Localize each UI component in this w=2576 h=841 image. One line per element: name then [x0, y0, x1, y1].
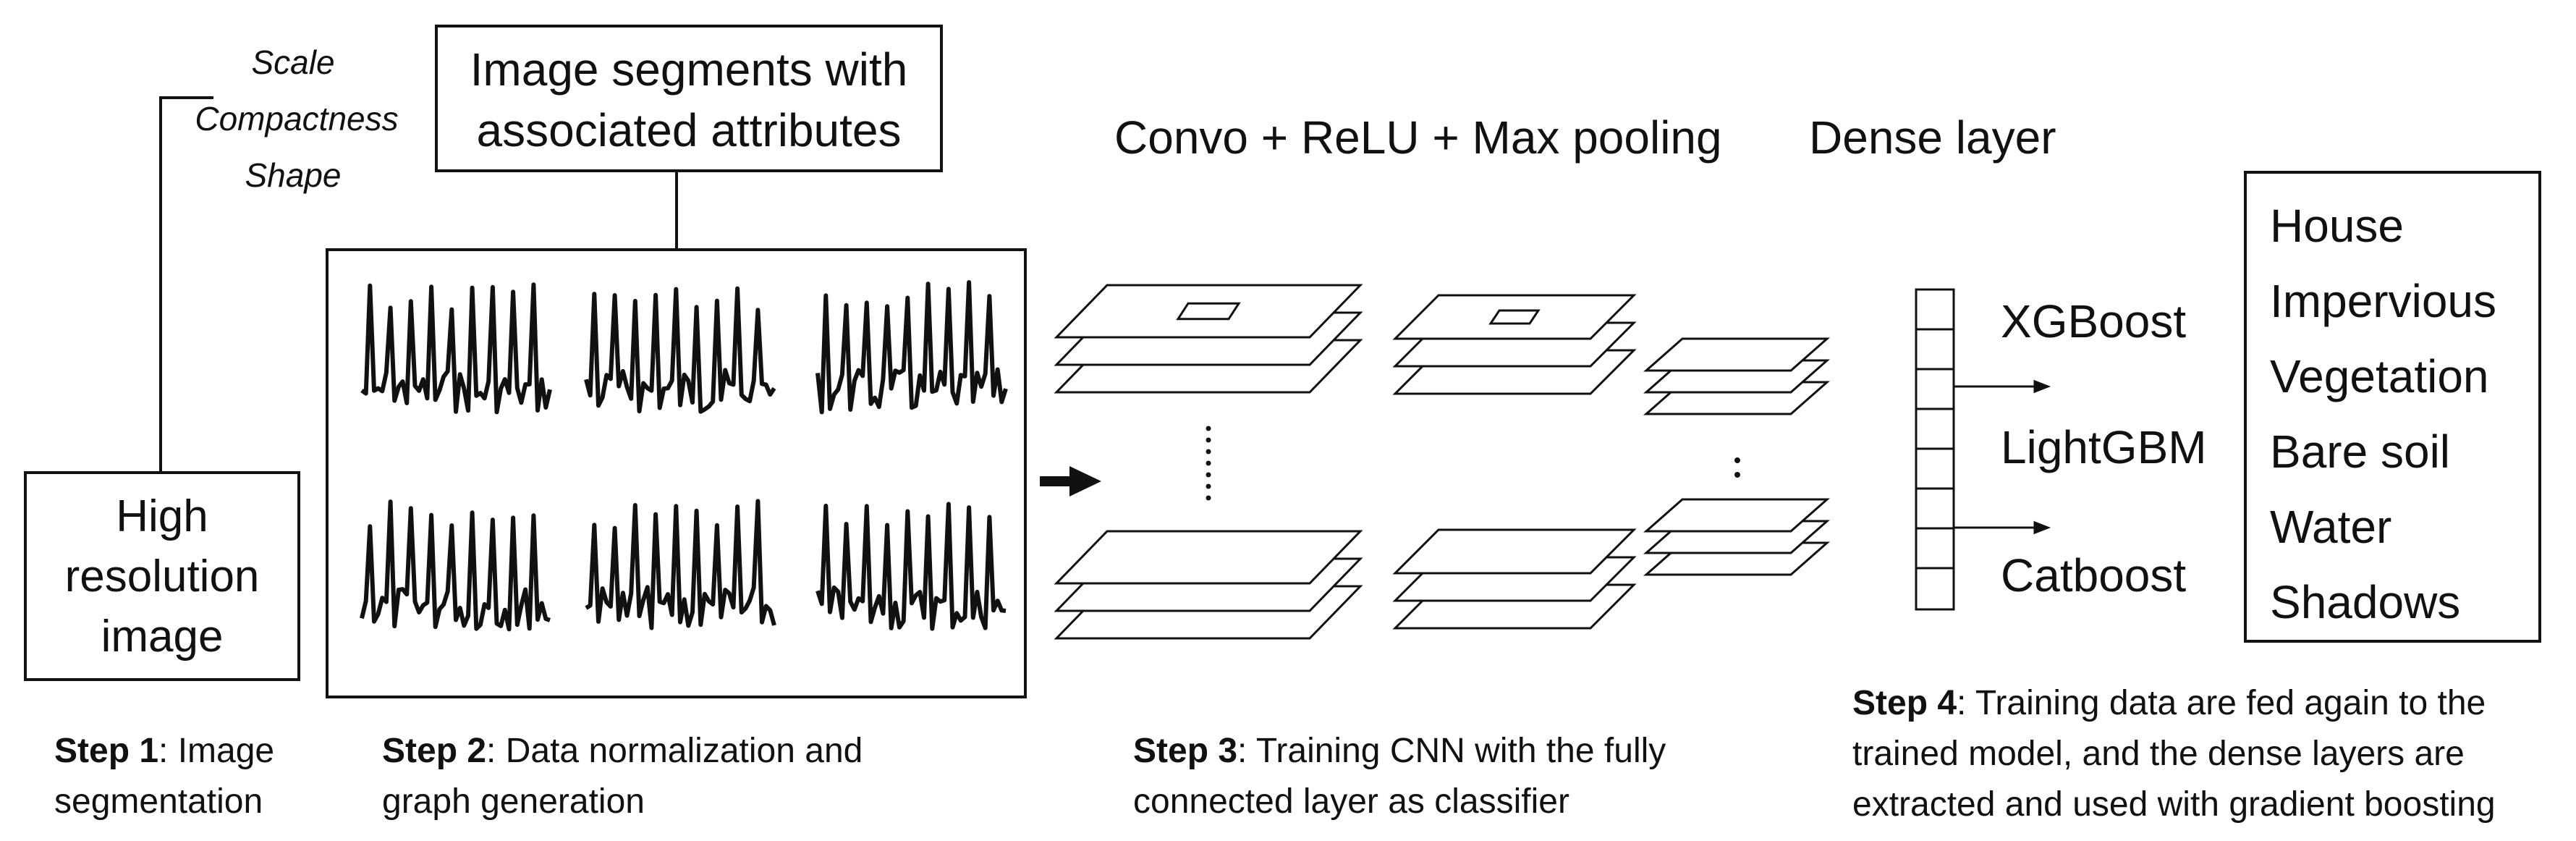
class-shadows: Shadows: [2270, 576, 2461, 628]
signal-graph-1: [360, 282, 552, 415]
cnn-layer-stacks: [1054, 284, 1830, 640]
step3-bold: Step 3: [1133, 732, 1238, 770]
class-water: Water: [2270, 501, 2392, 553]
class-impervious: Impervious: [2270, 275, 2496, 327]
param-shape-label: Shape: [245, 156, 342, 194]
booster-xgboost-label: XGBoost: [2001, 295, 2187, 347]
stack-a-bottom-layer-1: [1054, 530, 1363, 585]
step1-text: : Image: [158, 732, 275, 770]
signal-graphs: [360, 280, 1008, 632]
step1-bold: Step 1: [54, 732, 159, 770]
step3-text: : Training CNN with the fully: [1237, 732, 1666, 770]
conv-stage-label: Convo + ReLU + Max pooling: [1114, 111, 1722, 164]
class-house: House: [2270, 200, 2404, 252]
input-box-line2: resolution: [64, 551, 260, 601]
stack-c-bottom-layer-1: [1643, 498, 1830, 533]
vertical-ellipsis-icon: [1206, 426, 1740, 501]
step3-caption: Step 3: Training CNN with the fully conn…: [1133, 726, 1666, 827]
classes-box: House Impervious Vegetation Bare soil Wa…: [2244, 171, 2541, 643]
signal-graph-5: [585, 499, 776, 630]
step2-text: : Data normalization and: [486, 732, 863, 770]
graph-panel-frame: [326, 248, 1027, 698]
input-arrow-icon: [1040, 466, 1101, 496]
step4-line2: trained model, and the dense layers are: [1852, 735, 2465, 773]
step3-line2: connected layer as classifier: [1133, 782, 1569, 821]
stack-b-bottom-layer-1: [1392, 528, 1637, 575]
dense-stage-label: Dense layer: [1809, 111, 2056, 164]
signal-graph-4: [360, 499, 551, 632]
stack-a-top-kernel: [1176, 302, 1241, 321]
step1-line2: segmentation: [54, 782, 263, 821]
input-image-box: High resolution image: [24, 471, 300, 681]
step2-caption: Step 2: Data normalization and graph gen…: [382, 726, 863, 827]
class-vegetation: Vegetation: [2270, 350, 2489, 402]
segments-box: Image segments with associated attribute…: [435, 25, 943, 172]
input-connector-line: [159, 96, 213, 472]
step2-bold: Step 2: [382, 732, 487, 770]
param-scale-label: Scale: [251, 43, 335, 81]
dense-layer-vector: [1915, 288, 1955, 611]
input-box-line3: image: [101, 612, 224, 662]
input-box-line1: High: [116, 491, 208, 541]
step2-line2: graph generation: [382, 782, 645, 821]
step4-text: : Training data are fed again to the: [1957, 684, 2486, 722]
class-bare-soil: Bare soil: [2270, 426, 2450, 478]
stack-c-top-layer-1: [1643, 337, 1830, 372]
step4-bold: Step 4: [1852, 684, 1957, 722]
step4-line3: extracted and used with gradient boostin…: [1852, 785, 2496, 824]
signal-graph-2: [584, 286, 776, 414]
booster-lightgbm-label: LightGBM: [2001, 421, 2207, 473]
param-compactness-label: Compactness: [195, 100, 399, 138]
step4-caption: Step 4: Training data are fed again to t…: [1852, 678, 2496, 830]
dense-to-booster-arrows: [1954, 379, 2051, 535]
stack-b-top-kernel: [1488, 309, 1541, 325]
segments-box-line1: Image segments with: [470, 43, 908, 96]
signal-graph-3: [815, 280, 1008, 415]
segments-box-line2: associated attributes: [476, 104, 902, 156]
booster-catboost-label: Catboost: [2001, 549, 2187, 601]
step1-caption: Step 1: Image segmentation: [54, 726, 274, 827]
signal-graph-6: [815, 502, 1007, 631]
